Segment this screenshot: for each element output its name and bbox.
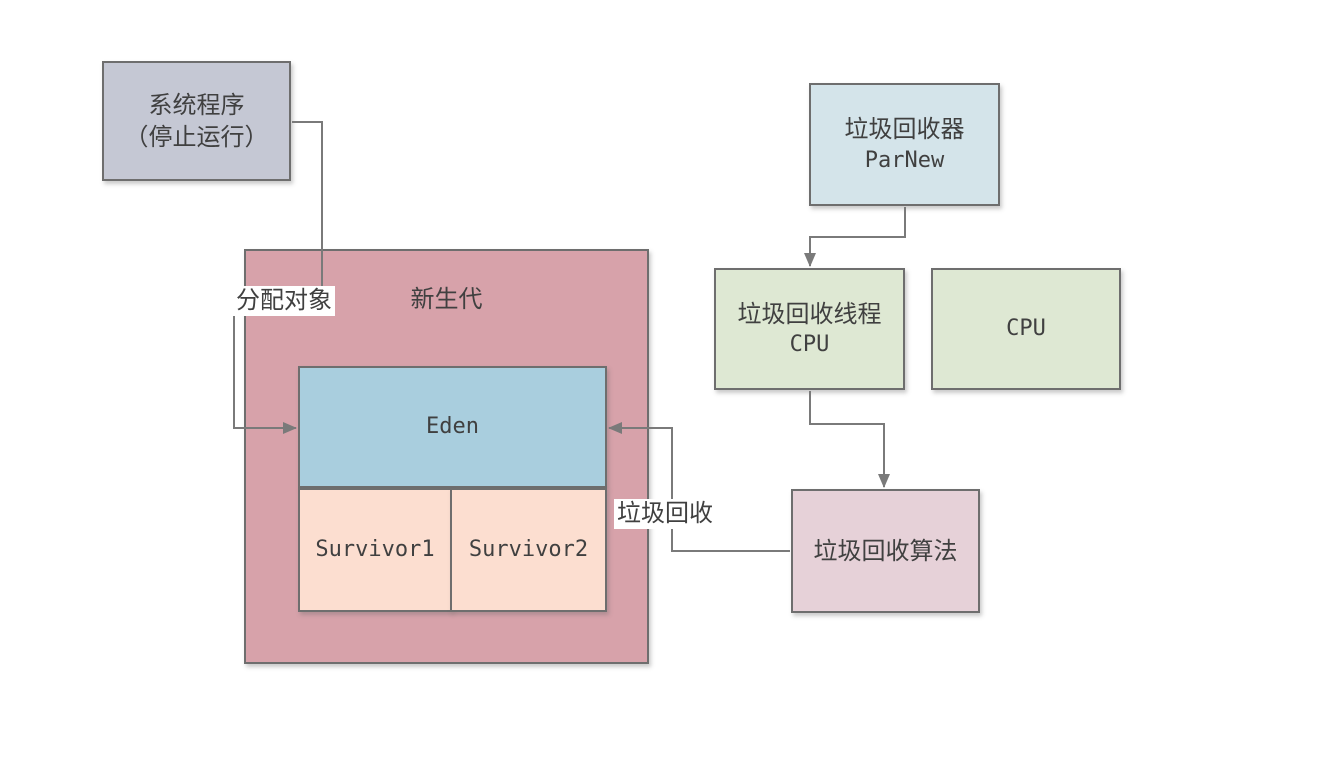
gc-collector-label: 垃圾回收器 [844,115,965,144]
system-program-label-line1: 系统程序 [148,90,245,119]
node-system-program: 系统程序 （停止运行） [102,61,291,181]
connector-parnew-to-gcthread [804,207,906,267]
system-program-label-line2: （停止运行） [124,123,269,151]
node-survivor1: Survivor1 [298,488,452,612]
node-gc-algorithm: 垃圾回收算法 [791,489,980,613]
connector-gcthread-to-algorithm [809,391,890,488]
gc-algorithm-label: 垃圾回收算法 [813,536,958,565]
cpu-label: CPU [1006,316,1046,342]
survivor1-label: Survivor1 [315,537,435,563]
edge-label-garbage-collect: 垃圾回收 [614,499,716,529]
young-generation-label: 新生代 [410,285,483,313]
node-survivor2: Survivor2 [450,488,607,612]
parnew-label: ParNew [864,147,945,173]
edge-label-allocate-object: 分配对象 [233,286,335,316]
survivor2-label: Survivor2 [468,537,589,563]
node-cpu: CPU [931,268,1121,390]
eden-label: Eden [426,414,479,440]
node-gc-collector-parnew: 垃圾回收器 ParNew [809,83,1000,206]
node-gc-thread-cpu: 垃圾回收线程 CPU [714,268,905,390]
node-eden: Eden [298,366,607,488]
gc-thread-label: 垃圾回收线程 [737,299,882,328]
gc-thread-cpu-label: CPU [789,332,830,358]
